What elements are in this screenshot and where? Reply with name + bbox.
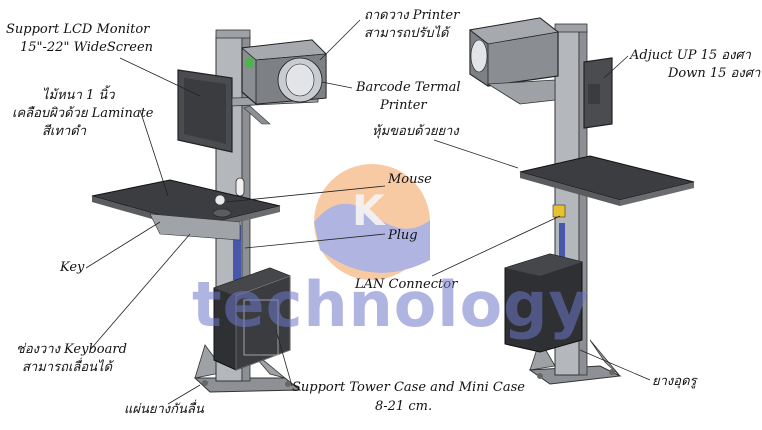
label-barcode-2: Printer <box>380 98 427 113</box>
label-wood-3: สีเทาดำ <box>42 124 86 139</box>
left-lan-channel <box>233 225 241 280</box>
label-lcd-monitor-2: 15"-22" WideScreen <box>20 40 154 55</box>
label-mouse: Mouse <box>388 172 432 187</box>
label-wood-1: ไม้หนา 1 นิ้ว <box>42 88 115 103</box>
label-keyboard-1: ช่องวาง Keyboard <box>16 342 127 357</box>
watermark-text: technology <box>192 268 590 341</box>
label-wood-2: เคลือบผิวด้วย Laminate <box>12 106 154 121</box>
right-kiosk <box>469 17 695 385</box>
label-printer-tray-2: สามารถปรับได้ <box>364 26 449 41</box>
label-tower-2: 8-21 cm. <box>375 399 433 414</box>
left-kiosk <box>91 29 327 393</box>
label-adjust-down: Down 15 องศา <box>668 66 761 81</box>
label-printer-tray-1: ถาดวาง Printer <box>364 8 460 23</box>
label-lan: LAN Connector <box>355 277 458 292</box>
label-anti-slip: แผ่นยางกันลื่น <box>124 402 204 417</box>
leader-lines <box>85 19 651 405</box>
label-lcd-monitor-1: Support LCD Monitor <box>6 22 150 37</box>
label-edge-rubber: หุ้มขอบด้วยยาง <box>372 124 459 139</box>
label-keyboard-2: สามารถเลื่อนได้ <box>22 360 113 375</box>
label-barcode-1: Barcode Termal <box>356 80 461 95</box>
label-adjust-up: Adjuct UP 15 องศา <box>630 48 751 63</box>
label-plug: Plug <box>388 228 418 243</box>
label-rubber-feet: ยางอุดรู <box>652 374 697 389</box>
watermark-letter: K <box>352 186 385 235</box>
watermark-logo <box>314 164 430 280</box>
label-tower-1: Support Tower Case and Mini Case <box>292 380 525 395</box>
label-key: Key <box>60 260 85 275</box>
